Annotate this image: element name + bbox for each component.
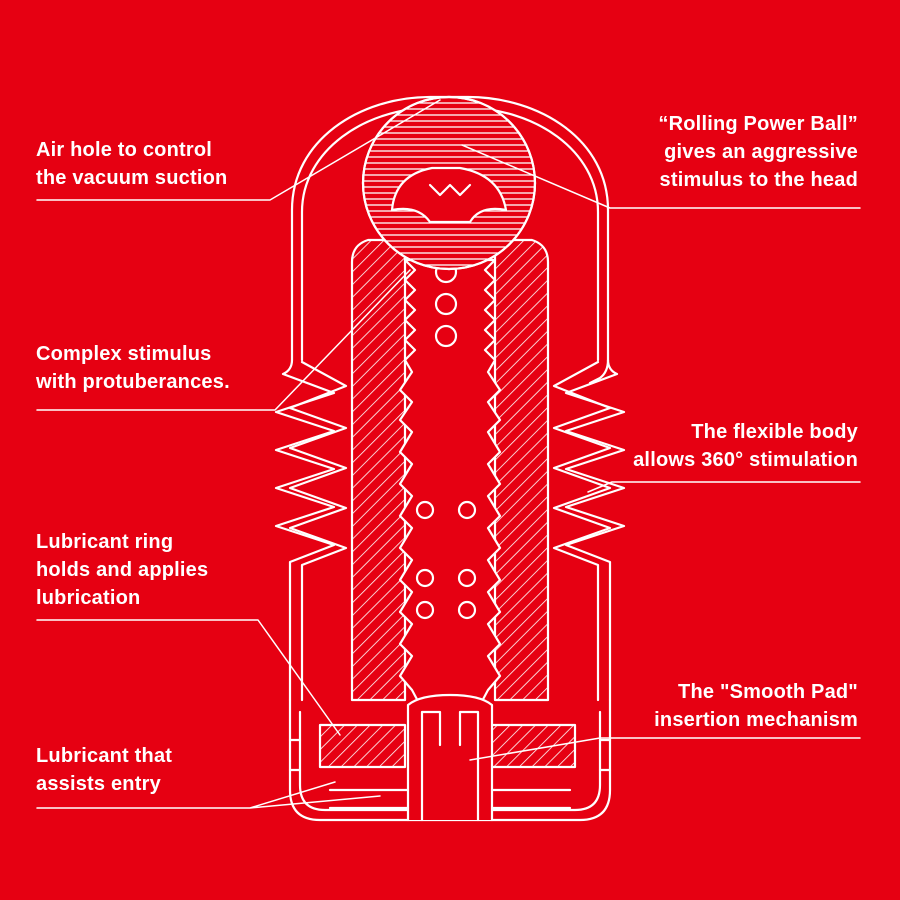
leader-lub-entry: [36, 781, 381, 809]
lubricant-ring-left: [318, 723, 407, 769]
leader-complex: [36, 269, 411, 411]
leader-smooth-pad: [469, 737, 861, 761]
inner-sleeve-left: [350, 238, 407, 702]
leader-lub-ring: [36, 619, 341, 736]
leader-air-hole: [36, 99, 441, 201]
left-bellows: [274, 358, 336, 702]
outer-case-outline: [290, 95, 610, 385]
label-smooth-pad: The "Smooth Pad" insertion mechanism: [654, 681, 858, 731]
leader-power-ball: [461, 144, 861, 209]
label-lubricant-ring: Lubricant ring holds and applies lubrica…: [36, 531, 209, 609]
leader-flexible: [587, 481, 861, 493]
label-lubricant-entry: Lubricant that assists entry: [36, 745, 173, 795]
label-flexible-body: The flexible body allows 360° stimulatio…: [633, 421, 858, 471]
right-bellows: [564, 358, 626, 702]
smooth-pad: [406, 693, 494, 822]
label-power-ball: “Rolling Power Ball” gives an aggressive…: [658, 113, 858, 191]
label-complex-stimulus: Complex stimulus with protuberances.: [36, 343, 230, 393]
label-air-hole: Air hole to control the vacuum suction: [36, 139, 228, 189]
lubricant-ring-right: [488, 723, 577, 769]
inner-sleeve-right: [493, 238, 550, 702]
rolling-power-ball: [361, 95, 537, 271]
